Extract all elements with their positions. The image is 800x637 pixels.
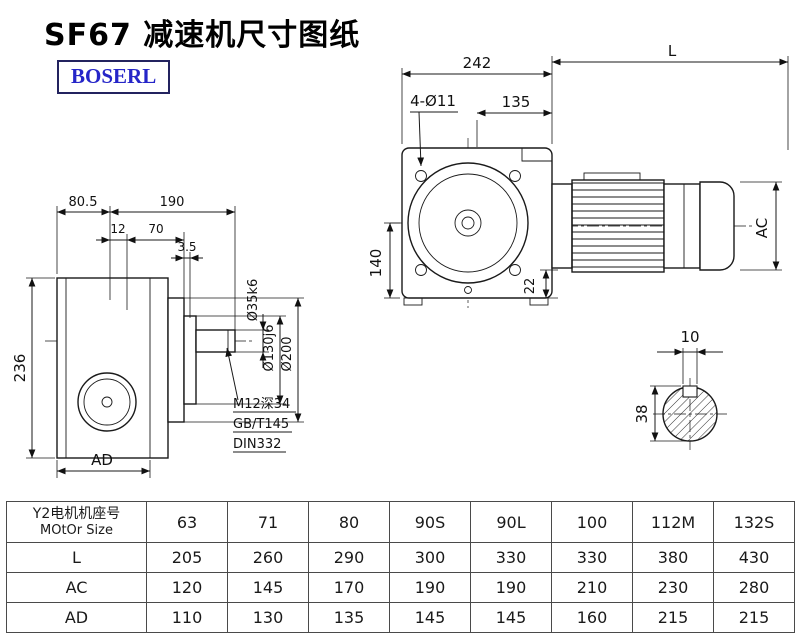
table-cell: 190: [389, 572, 471, 603]
dim-AD-label: AD: [91, 451, 113, 469]
row-label: AC: [6, 572, 147, 603]
motor: [551, 172, 735, 273]
table-cell: 135: [308, 602, 390, 633]
bolt-callout-label: 4-Ø11: [410, 92, 456, 110]
dim-12-label: 12: [110, 222, 125, 236]
size-col-header: 90L: [470, 501, 552, 543]
table-cell: 260: [227, 542, 309, 573]
bolt-hole: [509, 264, 521, 276]
table-header-row: Y2电机机座号 MOtOr Size 63 71 80 90S 90L 100 …: [6, 501, 795, 543]
dim-190-label: 190: [160, 195, 185, 210]
dim-22-label: 22: [523, 278, 538, 295]
dim-shaft-dia-label: Ø35k6: [246, 279, 261, 322]
dimension-table: Y2电机机座号 MOtOr Size 63 71 80 90S 90L 100 …: [6, 501, 795, 633]
thread-note-line3: DIN332: [233, 437, 281, 452]
dim-spigot-dia-label: Ø130j6: [262, 325, 277, 372]
table-cell: 120: [146, 572, 228, 603]
table-cell: 190: [470, 572, 552, 603]
size-col-header: 112M: [632, 501, 714, 543]
left-view-dimensions: 80.5 190 12 70 3.5 236 A: [11, 195, 304, 478]
dim-AC-label: AC: [753, 218, 771, 238]
front-view-dimensions: 242 L 4-Ø11 135 140 22: [367, 42, 789, 299]
dim-flange-dia-label: Ø200: [280, 336, 295, 371]
table-cell: 170: [308, 572, 390, 603]
table-cell: 145: [389, 602, 471, 633]
dim-38-label: 38: [633, 404, 651, 423]
motor-fins: [571, 179, 665, 273]
input-shaft: [195, 329, 236, 353]
bolt-hole: [415, 170, 427, 182]
boserl-logo: BOSERL: [57, 60, 171, 94]
thread-note-line2: GB/T145: [233, 417, 289, 432]
table-cell: 145: [470, 602, 552, 633]
table-cell: 215: [632, 602, 714, 633]
table-cell: 230: [632, 572, 714, 603]
table-row-AD: AD 110 130 135 145 145 160 215 215: [6, 602, 795, 633]
dim-242-label: 242: [463, 54, 492, 72]
size-col-header: 132S: [713, 501, 795, 543]
size-col-header: 100: [551, 501, 633, 543]
dim-80-5-label: 80.5: [69, 195, 98, 210]
table-cell: 210: [551, 572, 633, 603]
size-col-header: 71: [227, 501, 309, 543]
thread-note-line1: M12深34: [233, 397, 290, 412]
flange-plate: [167, 297, 185, 423]
table-cell: 280: [713, 572, 795, 603]
fan-cover: [699, 181, 735, 271]
dim-140-label: 140: [367, 249, 385, 278]
input-flange-circle: [407, 162, 529, 284]
motor-size-header-en: MOtOr Size: [40, 523, 113, 538]
row-label: L: [6, 542, 147, 573]
dim-L-label: L: [668, 42, 677, 60]
table-cell: 330: [551, 542, 633, 573]
table-cell: 145: [227, 572, 309, 603]
page-title: SF67 减速机尺寸图纸: [44, 18, 361, 53]
table-cell: 205: [146, 542, 228, 573]
table-cell: 330: [470, 542, 552, 573]
table-cell: 380: [632, 542, 714, 573]
table-cell: 430: [713, 542, 795, 573]
shaft-section-view: 10 38: [633, 328, 727, 450]
motor-size-header: Y2电机机座号 MOtOr Size: [6, 501, 147, 543]
dim-10-label: 10: [680, 328, 699, 346]
row-label: AD: [6, 602, 147, 633]
technical-drawing: 242 L 4-Ø11 135 140 22: [11, 42, 789, 478]
table-cell: 110: [146, 602, 228, 633]
dim-70-label: 70: [148, 222, 163, 236]
table-cell: 300: [389, 542, 471, 573]
flange-spigot: [183, 315, 197, 405]
size-col-header: 80: [308, 501, 390, 543]
bolt-hole: [509, 170, 521, 182]
dim-236-label: 236: [11, 354, 29, 383]
front-view: [390, 138, 752, 308]
dim-3-5-label: 3.5: [177, 240, 196, 254]
table-row-L: L 205 260 290 300 330 330 380 430: [6, 542, 795, 573]
table-cell: 160: [551, 602, 633, 633]
bolt-hole: [415, 264, 427, 276]
keyway-slot: [682, 385, 698, 398]
table-cell: 130: [227, 602, 309, 633]
table-cell: 290: [308, 542, 390, 573]
size-col-header: 63: [146, 501, 228, 543]
motor-size-header-cn: Y2电机机座号: [32, 506, 121, 522]
table-cell: 215: [713, 602, 795, 633]
output-bore-circle: [77, 372, 137, 432]
size-col-header: 90S: [389, 501, 471, 543]
table-row-AC: AC 120 145 170 190 190 210 230 280: [6, 572, 795, 603]
dim-135-label: 135: [502, 93, 531, 111]
left-view: [45, 277, 252, 459]
